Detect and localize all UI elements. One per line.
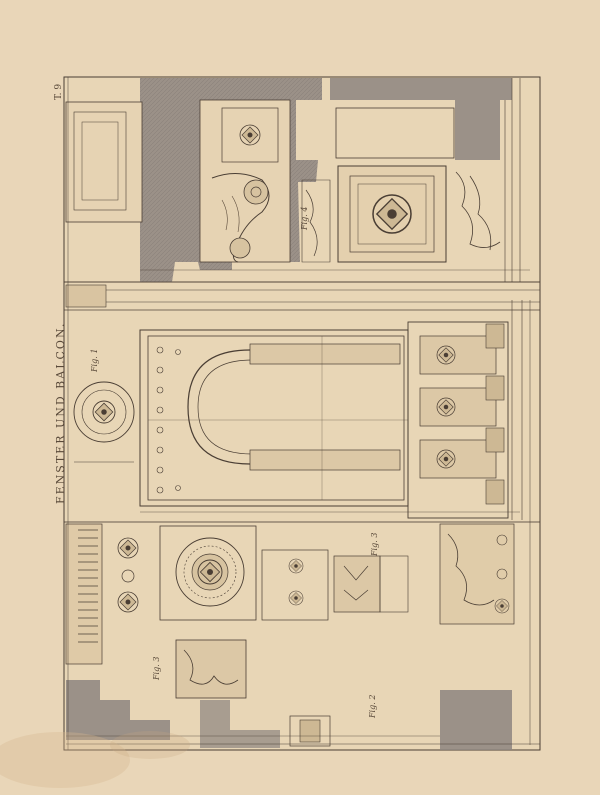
detail-band bbox=[63, 282, 541, 751]
top-band bbox=[63, 76, 541, 283]
plate-number: T. 9 bbox=[54, 83, 64, 100]
fig3b-label: Fig. 3 bbox=[152, 656, 161, 680]
fig2-label: Fig. 2 bbox=[368, 694, 377, 718]
fig1-label: Fig. 1 bbox=[90, 348, 99, 372]
fig3-label: Fig. 3 bbox=[370, 532, 379, 556]
window-elevation bbox=[73, 300, 523, 520]
fig4-label: Fig. 4 bbox=[300, 206, 309, 230]
plate-title: FENSTER UND BALCON. bbox=[54, 321, 67, 504]
